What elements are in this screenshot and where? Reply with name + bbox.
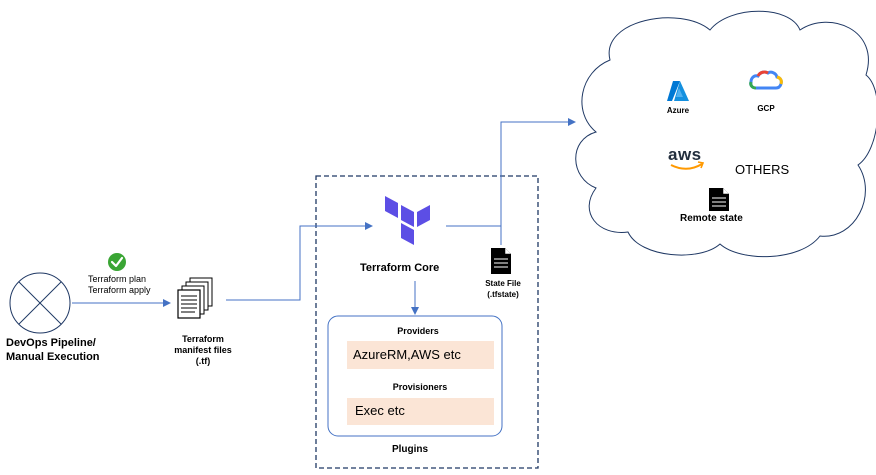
aws-smile-icon	[670, 161, 705, 170]
terraform-logo-icon	[385, 196, 430, 245]
azure-logo-icon	[667, 81, 689, 101]
others-label: OTHERS	[735, 162, 790, 177]
manifest-label: Terraform manifest files (.tf)	[158, 334, 248, 367]
state-file-label-line1: State File	[485, 279, 521, 288]
terraform-core-label: Terraform Core	[360, 262, 440, 274]
manifest-label-line2: manifest files	[174, 345, 232, 355]
providers-title: Providers	[397, 326, 439, 336]
state-file-icon	[491, 248, 511, 274]
pipeline-label-line2: Manual Execution	[6, 351, 100, 363]
provisioners-value: Exec etc	[355, 403, 405, 418]
provisioners-title: Provisioners	[392, 382, 448, 392]
cmd-plan-text: Terraform plan	[88, 274, 147, 284]
arrow-manifest-to-core	[226, 222, 373, 301]
check-circle-icon	[108, 253, 126, 271]
pipeline-label-line1: DevOps Pipeline/	[6, 337, 96, 349]
arrow-core-to-cloud	[446, 118, 576, 227]
manifest-label-line1: Terraform	[182, 334, 224, 344]
state-file-label: State File (.tfstate)	[476, 278, 530, 300]
pipeline-circle-icon	[9, 272, 71, 334]
cloud-shape	[575, 10, 876, 258]
gcp-logo-icon	[749, 70, 783, 90]
state-file-label-line2: (.tfstate)	[487, 290, 519, 299]
provisioners-value-box	[347, 398, 494, 425]
remote-state-file-icon	[709, 188, 729, 211]
cmd-apply-text: Terraform apply	[88, 285, 151, 295]
plugins-dashed-container	[315, 175, 539, 469]
manifest-label-line3: (.tf)	[195, 356, 211, 366]
plugins-label: Plugins	[391, 444, 429, 455]
pipeline-label: DevOps Pipeline/ Manual Execution	[6, 336, 116, 364]
manifest-files-icon	[177, 277, 213, 319]
gcp-label: GCP	[757, 104, 775, 113]
pipeline-commands: Terraform plan Terraform apply	[88, 274, 168, 296]
azure-label: Azure	[666, 106, 690, 115]
providers-value-box	[347, 341, 494, 369]
remote-state-label: Remote state	[680, 213, 743, 224]
providers-value: AzureRM,AWS etc	[353, 347, 461, 362]
aws-logo-text: aws	[668, 145, 702, 164]
